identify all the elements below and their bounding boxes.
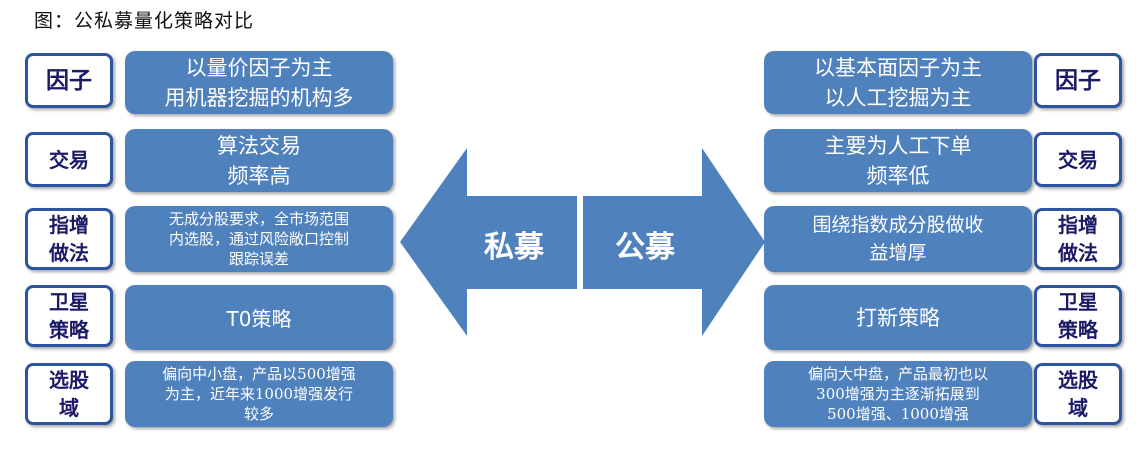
left-arrow-shape — [400, 148, 577, 336]
right-box-trading: 主要为人工下单 频率低 — [764, 129, 1032, 192]
left-box-stock-universe: 偏向中小盘，产品以500增强 为主，近年来1000增强发行 较多 — [125, 361, 393, 427]
right-label-trading: 交易 — [1034, 132, 1122, 187]
figure-title: 图：公私募量化策略对比 — [34, 10, 255, 32]
right-label-stock-universe: 选股 域 — [1034, 363, 1122, 425]
right-label-satellite: 卫星 策略 — [1034, 285, 1122, 347]
left-box-index-enhance: 无成分股要求，全市场范围 内选股，通过风险敞口控制 跟踪误差 — [125, 206, 393, 272]
right-box-index-enhance: 围绕指数成分股做收 益增厚 — [764, 206, 1032, 272]
left-label-stock-universe: 选股 域 — [25, 363, 113, 425]
left-label-index-enhance: 指增 做法 — [25, 208, 113, 270]
right-box-factor: 以基本面因子为主 以人工挖掘为主 — [764, 51, 1032, 114]
left-box-satellite: T0策略 — [125, 285, 393, 350]
left-box-trading: 算法交易 频率高 — [125, 129, 393, 192]
private-fund-label: 私募 — [484, 230, 544, 265]
left-box-factor: 以量价因子为主 用机器挖掘的机构多 — [125, 51, 393, 114]
left-label-satellite: 卫星 策略 — [25, 285, 113, 347]
public-fund-label: 公募 — [615, 230, 675, 265]
right-label-index-enhance: 指增 做法 — [1034, 208, 1122, 270]
right-box-stock-universe: 偏向大中盘，产品最初也以 300增强为主逐渐拓展到 500增强、1000增强 — [764, 361, 1032, 427]
left-label-trading: 交易 — [25, 132, 113, 187]
right-label-factor: 因子 — [1034, 53, 1122, 108]
left-label-factor: 因子 — [25, 53, 113, 108]
right-box-satellite: 打新策略 — [764, 285, 1032, 350]
right-arrow-shape — [583, 148, 765, 336]
